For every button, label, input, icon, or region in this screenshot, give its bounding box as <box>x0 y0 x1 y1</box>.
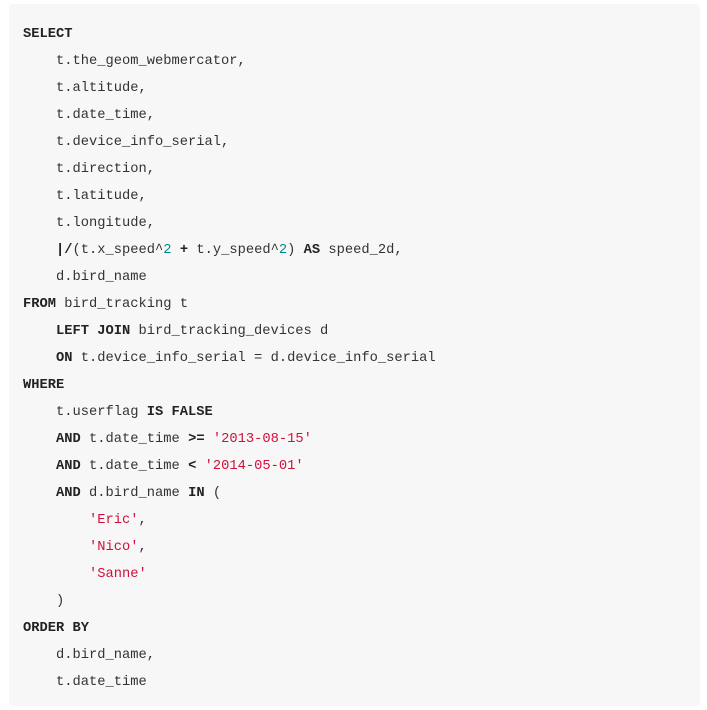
sql-text: ) <box>287 243 304 258</box>
code-line: AND t.date_time >= '2013-08-15' <box>23 426 700 453</box>
code-block: SELECT t.the_geom_webmercator, t.altitud… <box>9 4 700 706</box>
sql-keyword: WHERE <box>23 378 65 393</box>
sql-text <box>23 513 89 528</box>
sql-operator: |/ <box>56 243 73 258</box>
code-line: d.bird_name <box>23 264 700 291</box>
code-line: t.the_geom_webmercator, <box>23 48 700 75</box>
sql-keyword: AND <box>56 459 81 474</box>
sql-keyword: IS FALSE <box>146 405 213 420</box>
sql-keyword: AS <box>303 243 321 258</box>
code-line: 'Nico', <box>23 534 700 561</box>
sql-text: t.latitude, <box>23 189 147 204</box>
sql-text: t.the_geom_webmercator, <box>23 54 246 69</box>
code-line: AND t.date_time < '2014-05-01' <box>23 453 700 480</box>
code-line: 'Sanne' <box>23 561 700 588</box>
sql-text: t.device_info_serial = d.device_info_ser… <box>72 351 436 366</box>
code-line: SELECT <box>23 21 700 48</box>
sql-text: t.date_time <box>80 459 189 474</box>
sql-text <box>23 486 56 501</box>
sql-text: d.bird_name, <box>23 648 156 663</box>
sql-text: ) <box>23 594 65 609</box>
sql-text <box>23 432 56 447</box>
sql-number-literal: 2 <box>278 243 288 258</box>
sql-text: (t.x_speed^ <box>72 243 164 258</box>
sql-keyword: SELECT <box>23 27 73 42</box>
code-line: FROM bird_tracking t <box>23 291 700 318</box>
sql-text: t.userflag <box>23 405 147 420</box>
code-line: t.longitude, <box>23 210 700 237</box>
sql-string-literal: 'Eric' <box>89 513 139 528</box>
sql-text <box>23 540 89 555</box>
sql-keyword: ON <box>56 351 73 366</box>
sql-keyword: LEFT JOIN <box>56 324 131 339</box>
code-line: ) <box>23 588 700 615</box>
sql-text: , <box>138 540 147 555</box>
code-line: t.latitude, <box>23 183 700 210</box>
sql-text: t.altitude, <box>23 81 147 96</box>
sql-text <box>196 459 204 474</box>
code-line: |/(t.x_speed^2 + t.y_speed^2) AS speed_2… <box>23 237 700 264</box>
sql-text: t.longitude, <box>23 216 156 231</box>
sql-operator: >= <box>188 432 205 447</box>
sql-text <box>23 459 56 474</box>
sql-text <box>23 243 56 258</box>
sql-string-literal: 'Sanne' <box>89 567 147 582</box>
sql-keyword: IN <box>188 486 205 501</box>
code-line: t.date_time, <box>23 102 700 129</box>
sql-keyword: AND <box>56 486 81 501</box>
sql-text: bird_tracking t <box>56 297 189 312</box>
sql-text: t.date_time, <box>23 108 156 123</box>
sql-text <box>205 432 213 447</box>
sql-keyword: ORDER BY <box>23 621 90 636</box>
sql-text: t.y_speed^ <box>188 243 279 258</box>
sql-text: d.bird_name <box>23 270 147 285</box>
sql-text <box>172 243 180 258</box>
sql-keyword: FROM <box>23 297 57 312</box>
sql-text: t.date_time <box>23 675 147 690</box>
sql-text: t.device_info_serial, <box>23 135 230 150</box>
sql-text: t.date_time <box>80 432 189 447</box>
sql-text: speed_2d, <box>320 243 403 258</box>
sql-string-literal: '2013-08-15' <box>212 432 312 447</box>
code-line: AND d.bird_name IN ( <box>23 480 700 507</box>
sql-text: , <box>138 513 147 528</box>
sql-text <box>23 351 56 366</box>
code-line: t.altitude, <box>23 75 700 102</box>
sql-string-literal: '2014-05-01' <box>204 459 304 474</box>
sql-text: bird_tracking_devices d <box>130 324 329 339</box>
sql-operator: + <box>179 243 189 258</box>
sql-text: d.bird_name <box>80 486 189 501</box>
sql-text: t.direction, <box>23 162 156 177</box>
sql-operator: < <box>188 459 197 474</box>
sql-keyword: AND <box>56 432 81 447</box>
code-line: ORDER BY <box>23 615 700 642</box>
code-line: t.userflag IS FALSE <box>23 399 700 426</box>
sql-text: ( <box>204 486 222 501</box>
sql-text <box>23 567 89 582</box>
sql-code: SELECT t.the_geom_webmercator, t.altitud… <box>23 21 700 696</box>
code-line: d.bird_name, <box>23 642 700 669</box>
code-line: t.date_time <box>23 669 700 696</box>
code-line: LEFT JOIN bird_tracking_devices d <box>23 318 700 345</box>
code-line: WHERE <box>23 372 700 399</box>
code-line: t.device_info_serial, <box>23 129 700 156</box>
code-line: t.direction, <box>23 156 700 183</box>
sql-string-literal: 'Nico' <box>89 540 139 555</box>
code-line: ON t.device_info_serial = d.device_info_… <box>23 345 700 372</box>
code-line: 'Eric', <box>23 507 700 534</box>
sql-text <box>23 324 56 339</box>
sql-number-literal: 2 <box>163 243 172 258</box>
